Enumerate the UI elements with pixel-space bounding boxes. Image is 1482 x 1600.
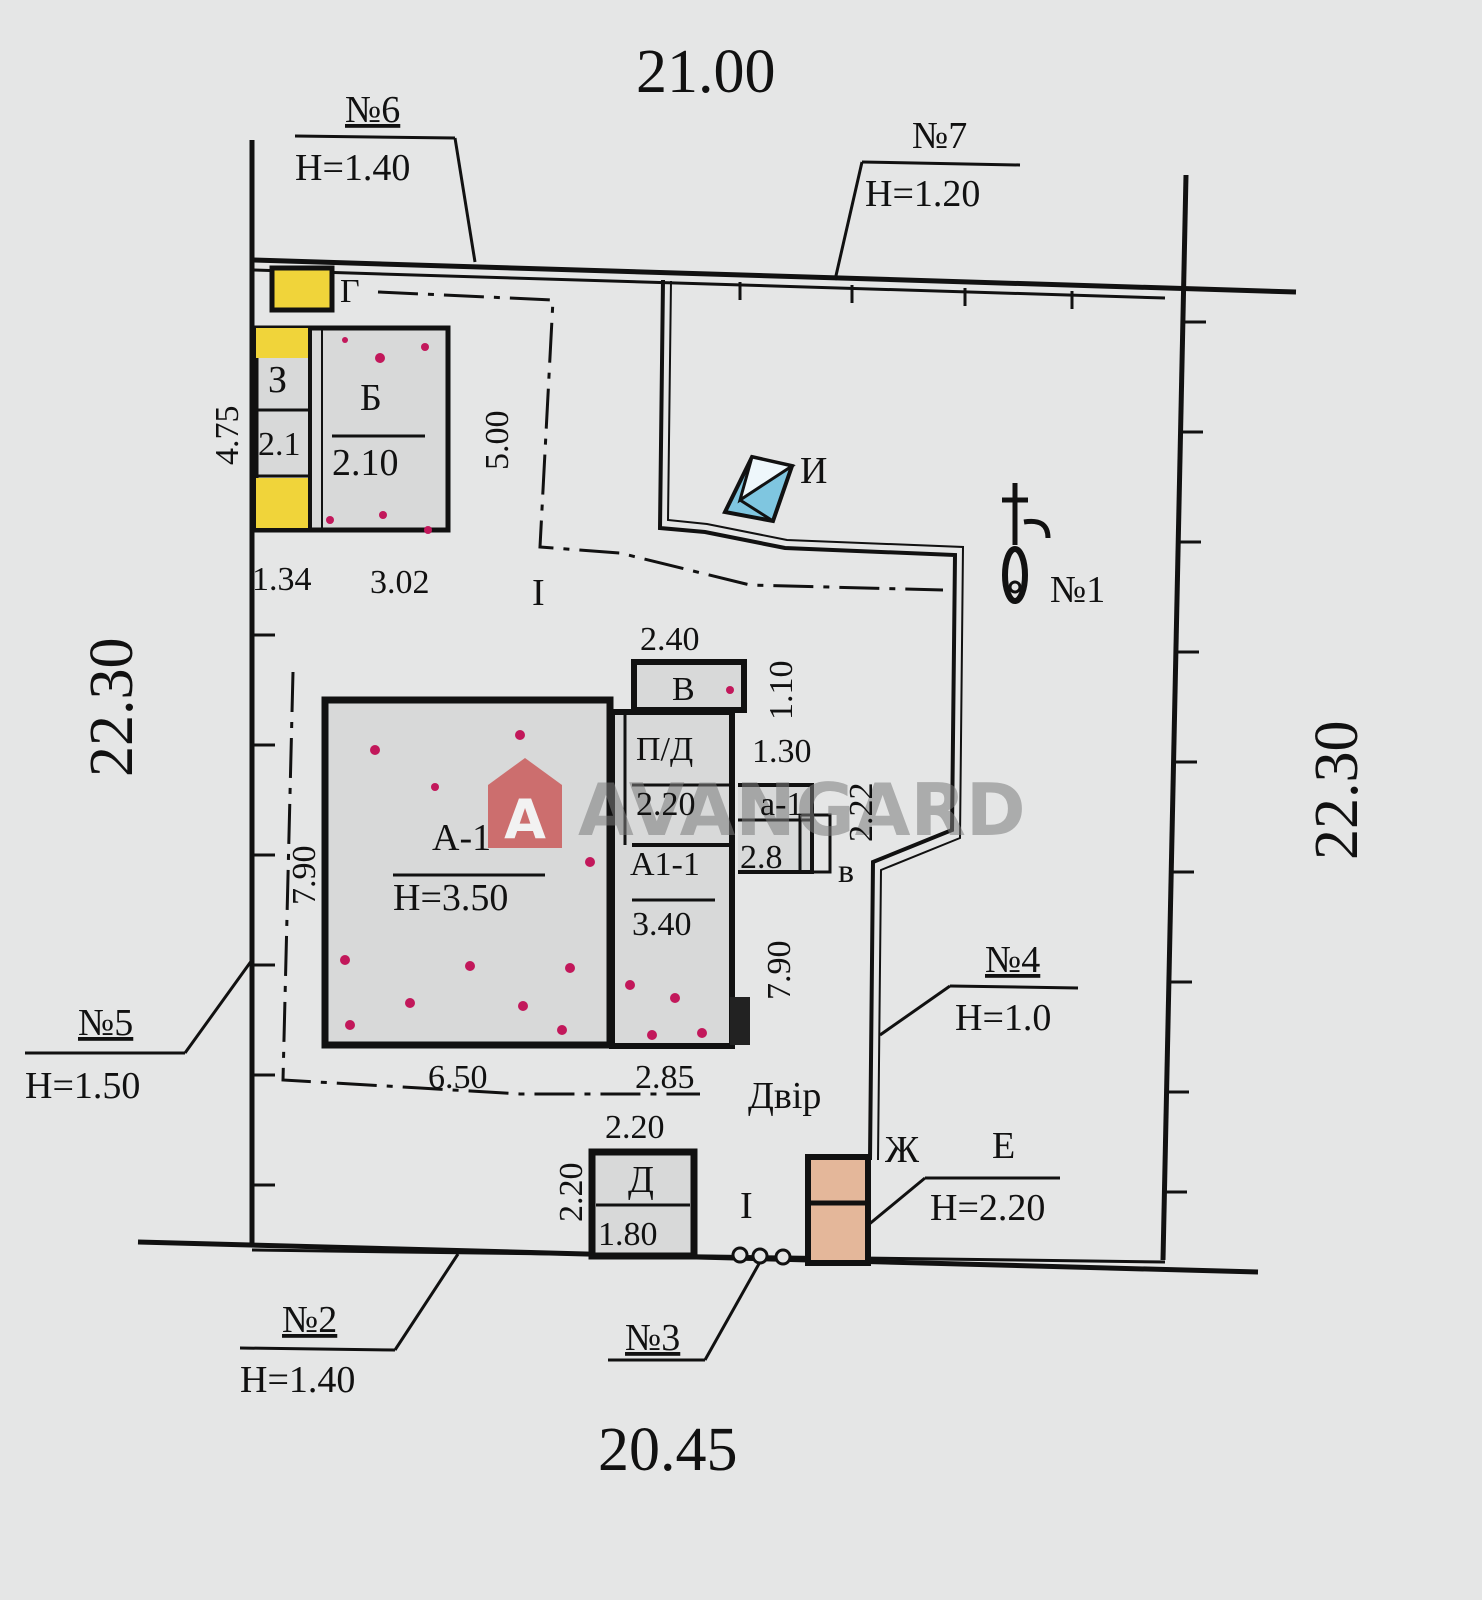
building-a1-label: А-1: [432, 817, 491, 859]
yard-label: Двір: [748, 1075, 821, 1117]
building-b-dim-side: 5.00: [479, 411, 516, 471]
building-b-dim-w2: 3.02: [370, 564, 430, 601]
building-d-value: 1.80: [598, 1216, 658, 1253]
building-v-label: В: [672, 671, 695, 708]
watermark: A AVANGARD: [488, 758, 1026, 852]
dim-right: 22.30: [1303, 721, 1371, 861]
building-g-label: Г: [340, 273, 360, 310]
building-b-dots: [326, 337, 432, 534]
building-zh-label: Ж: [885, 1129, 920, 1171]
house-logo-icon: A: [488, 758, 562, 851]
building-a1small-dim-side: 2.22: [843, 783, 880, 843]
fence-n7-height: Н=1.20: [865, 173, 980, 215]
well-icon: [1002, 483, 1051, 604]
building-a11-dim-side: 7.90: [761, 941, 798, 1001]
building-d: [588, 1148, 698, 1260]
fence-n6-label: №6: [345, 89, 400, 131]
building-i: [722, 454, 796, 524]
building-b-dim-height: 4.75: [209, 406, 246, 466]
plot-boundary: [137, 140, 1297, 1275]
building-a1small-value: 2.8: [740, 839, 783, 876]
fence-n2-label: №2: [282, 1299, 337, 1341]
gate-n3: [731, 1246, 792, 1266]
building-a1small-label: а-1: [760, 786, 803, 823]
right-boundary-ticks: [1164, 320, 1206, 1194]
inner-fence: [657, 279, 965, 1161]
building-a11-value: 3.40: [632, 906, 692, 943]
building-z-label: З: [268, 359, 287, 401]
left-boundary-ticks: [252, 633, 275, 1187]
building-a11-dots: [625, 686, 734, 1040]
building-b-label: Б: [360, 377, 382, 419]
building-a1-dots: [340, 730, 595, 1035]
building-pd-value: 2.20: [636, 786, 696, 823]
building-a11-dim-bottom: 2.85: [635, 1059, 695, 1096]
yard-mark-2: I: [740, 1185, 753, 1227]
building-e-label: Е: [992, 1125, 1015, 1167]
building-a11: [609, 709, 750, 1049]
fence-leaders: [25, 134, 1079, 1362]
building-a1: [321, 696, 614, 1049]
building-a1-dim-side: 7.90: [286, 846, 323, 906]
building-pd-label: П/Д: [636, 731, 693, 768]
fence-n4-label: №4: [985, 939, 1040, 981]
dashdot-lines: [281, 290, 944, 1096]
building-a1-dim-bottom: 6.50: [428, 1059, 488, 1096]
building-v: [631, 659, 747, 713]
building-z-value: 2.1: [258, 426, 301, 463]
fence-n6-height: Н=1.40: [295, 147, 410, 189]
fence-n2-height: Н=1.40: [240, 1359, 355, 1401]
building-b-value: 2.10: [332, 442, 399, 484]
building-a1small-tag: в: [838, 853, 854, 890]
building-d-label: Д: [628, 1159, 654, 1201]
fence-n3-label: №3: [625, 1317, 680, 1359]
building-v-dim-top: 2.40: [640, 621, 700, 658]
building-g: [269, 265, 335, 313]
building-a11-label: А1-1: [630, 846, 700, 883]
building-b-dim-w1: 1.34: [252, 561, 312, 598]
dim-left: 22.30: [78, 638, 146, 778]
fence-n5-label: №5: [78, 1002, 133, 1044]
building-zh-e: [805, 1154, 871, 1266]
watermark-text: AVANGARD: [578, 768, 1026, 852]
fence-n7-label: №7: [912, 115, 967, 157]
building-a1small: [738, 783, 832, 874]
yard-mark-1: I: [532, 572, 545, 614]
building-pd-dim-side: 1.30: [752, 733, 812, 770]
building-v-dim-side: 1.10: [763, 661, 800, 721]
dim-bottom: 20.45: [598, 1416, 738, 1484]
building-e-height: Н=2.20: [930, 1187, 1045, 1229]
dim-top: 21.00: [636, 38, 776, 106]
building-z-b: [253, 325, 451, 533]
top-boundary-ticks: [738, 282, 1074, 309]
fence-n4-height: Н=1.0: [955, 997, 1051, 1039]
building-a1-height: Н=3.50: [393, 877, 508, 919]
building-d-dim-side: 2.20: [553, 1163, 590, 1223]
building-d-dim-top: 2.20: [605, 1109, 665, 1146]
svg-text:A: A: [504, 788, 546, 851]
fence-n5-height: Н=1.50: [25, 1065, 140, 1107]
building-i-label: И: [800, 450, 827, 492]
well-label: №1: [1050, 569, 1105, 611]
